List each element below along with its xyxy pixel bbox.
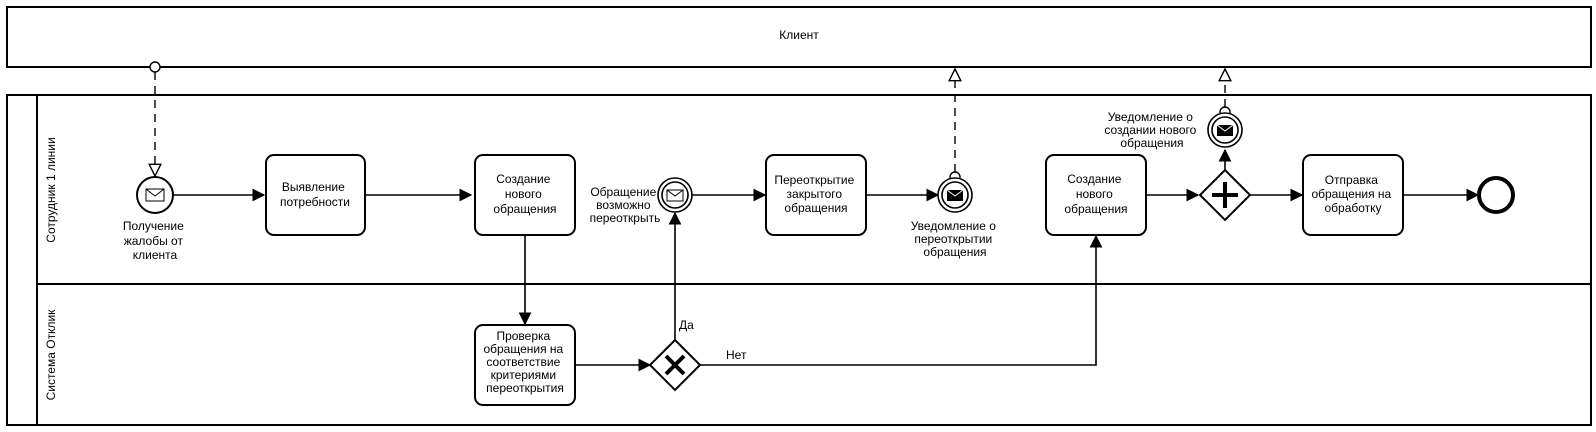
gateway-yes-label: Да	[679, 318, 694, 332]
throw-event-notify-new[interactable]	[1207, 112, 1243, 148]
throw-event-notify-reopen[interactable]	[937, 177, 973, 213]
start-event-label: Получение жалобы от клиента	[123, 219, 187, 262]
task-reopen-closed[interactable]: Переоткрытие закрытого обращения	[765, 154, 867, 236]
notify-reopen-label: Уведомление о переоткрытии обращения	[911, 219, 1000, 259]
intermediate-catch-label: Обращение возможно переоткрыть	[590, 185, 661, 225]
envelope-filled-icon	[1216, 124, 1234, 136]
plus-icon	[1212, 182, 1238, 208]
svg-text:Создание нового об: Создание нового обращения	[493, 172, 556, 216]
svg-text:Создание нового об: Создание нового обращения	[1064, 172, 1127, 216]
svg-text:Отправка обращения на: Отправка обращения на обработку	[1311, 173, 1394, 215]
task-create-request-2[interactable]: Создание нового обращения	[1045, 154, 1147, 236]
envelope-filled-icon	[946, 189, 964, 201]
x-icon	[664, 354, 686, 376]
svg-text:Выявление потребности: Выявление потребности	[280, 180, 350, 209]
pool-client: Клиент	[6, 6, 1592, 68]
sequence-flows	[173, 148, 1480, 372]
task-create-request-1[interactable]: Создание нового обращения	[474, 154, 576, 236]
flow-gateway-no	[700, 234, 1103, 366]
start-event[interactable]	[136, 176, 174, 214]
envelope-icon	[145, 188, 165, 202]
task-check-request[interactable]: Проверка обращения на соответствие крите…	[474, 324, 576, 406]
parallel-gateway[interactable]	[1198, 168, 1252, 222]
pool-client-label: Клиент	[779, 28, 819, 42]
lane-system-label: Система Отклик	[44, 309, 58, 401]
svg-text:Переоткрытие закрытого: Переоткрытие закрытого обращения	[774, 173, 857, 215]
envelope-icon	[666, 189, 684, 202]
lane-first-line-label: Сотрудник 1 линии	[44, 137, 58, 242]
svg-text:Проверка обращения на: Проверка обращения на соответствие крите…	[483, 329, 566, 395]
exclusive-gateway[interactable]	[648, 338, 702, 392]
gateway-no-label: Нет	[726, 348, 747, 362]
pool-main: Сотрудник 1 линии Система Отклик	[6, 94, 1592, 426]
task-identify-needs[interactable]: Выявление потребности	[265, 154, 366, 236]
intermediate-catch-message-event[interactable]	[657, 177, 693, 213]
task-send-processing[interactable]: Отправка обращения на обработку	[1302, 154, 1404, 236]
end-event[interactable]	[1477, 176, 1515, 214]
notify-new-label: Уведомление о создании нового обращения	[1104, 110, 1199, 150]
